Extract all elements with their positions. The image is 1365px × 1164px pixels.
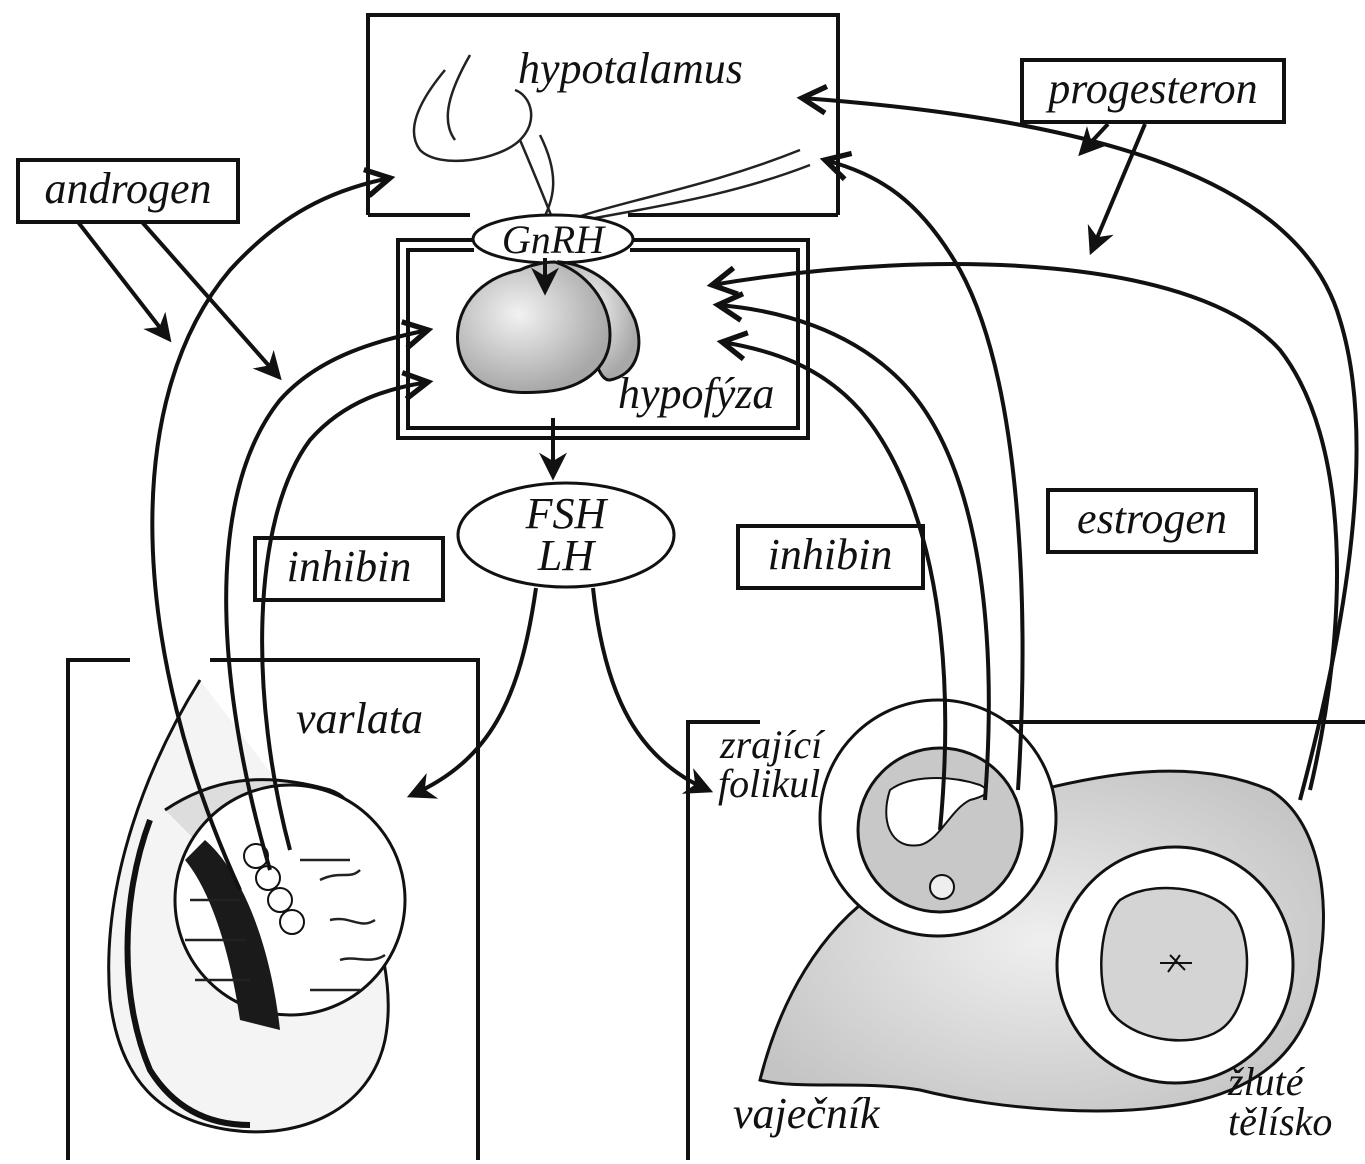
fsh-to-testes-arrow [412, 588, 536, 795]
fsh-to-ovary-arrow [593, 588, 708, 790]
hypofyza-label: hypofýza [618, 369, 774, 418]
inhibin-right-label: inhibin [768, 530, 893, 579]
pituitary-panel: hypofýza [398, 240, 808, 438]
estrogen-label: estrogen [1077, 494, 1227, 543]
progesteron-label: progesteron [1045, 64, 1257, 113]
lh-label: LH [537, 531, 596, 580]
inhibin-left-box: inhibin [255, 538, 443, 600]
testes-panel: varlata [68, 660, 478, 1160]
progesteron-box: progesteron [1022, 60, 1284, 122]
gnrh-node: GnRH [473, 215, 633, 263]
gnrh-label: GnRH [502, 217, 606, 262]
varlata-label: varlata [296, 694, 423, 743]
androgen-pointer-1 [78, 222, 168, 338]
pituitary-gland-icon [458, 262, 639, 393]
telisko-label: tělísko [1228, 1099, 1332, 1144]
fsh-lh-node: FSH LH [458, 483, 674, 587]
inhibin-right-box: inhibin [738, 526, 923, 588]
folikul-label: folikul [718, 761, 820, 806]
testis-illustration [109, 680, 405, 1132]
inhibin-left-label: inhibin [287, 542, 412, 591]
ovary-illustration [760, 700, 1323, 1111]
vajecnik-label: vaječník [733, 1089, 881, 1138]
ovary-panel: zrající folikul vaječník žluté tělísko [688, 700, 1365, 1160]
hypothalamus-panel: hypotalamus [368, 15, 838, 225]
androgen-label: androgen [44, 164, 211, 213]
androgen-box: androgen [18, 160, 238, 222]
estrogen-box: estrogen [1048, 490, 1256, 552]
estrogen-to-hypothalamus-arrow [825, 160, 1022, 790]
hypotalamus-label: hypotalamus [518, 44, 743, 93]
zlute-label: žluté [1227, 1059, 1306, 1104]
